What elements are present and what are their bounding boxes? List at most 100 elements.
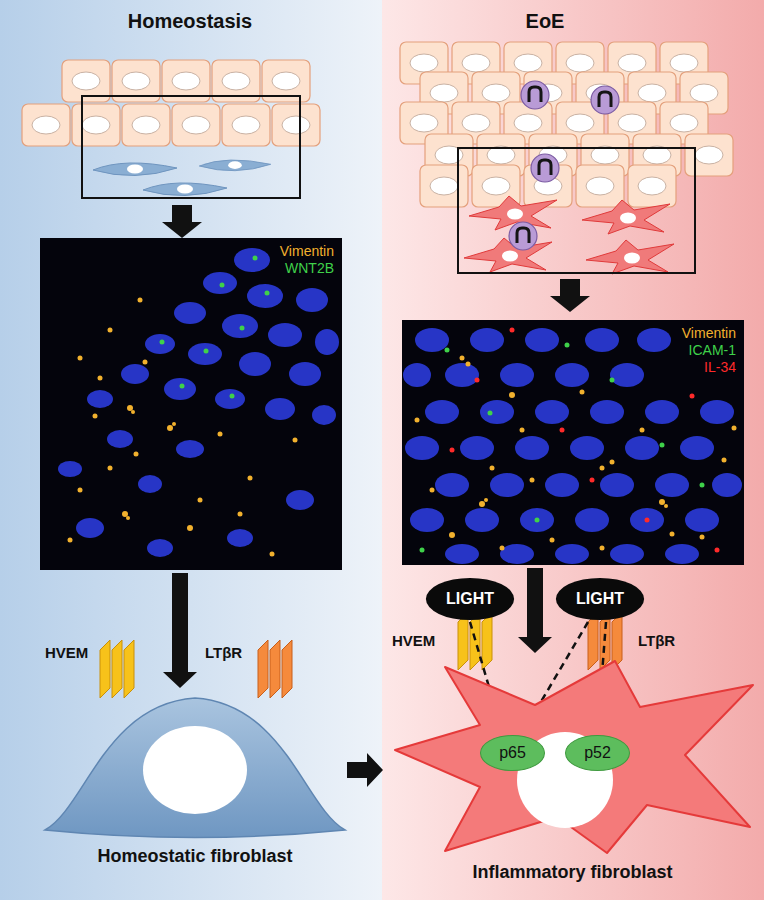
micrograph-eoe bbox=[525, 328, 559, 352]
eoe-epithelium bbox=[464, 238, 552, 272]
micrograph-homeostasis bbox=[127, 405, 133, 411]
micrograph-homeostasis bbox=[215, 389, 245, 409]
micrograph-homeostasis bbox=[238, 512, 243, 517]
micrograph-eoe bbox=[435, 473, 469, 497]
micrograph-homeostasis bbox=[198, 498, 203, 503]
micrograph-eoe bbox=[460, 356, 465, 361]
micrograph-homeostasis bbox=[98, 376, 103, 381]
receptor-icons bbox=[100, 640, 134, 698]
micrograph-eoe bbox=[680, 436, 714, 460]
micrograph-homeostasis bbox=[180, 384, 185, 389]
micrograph-homeostasis bbox=[188, 343, 222, 365]
marker-key: VimentinWNT2B bbox=[280, 243, 334, 277]
micrograph-homeostasis bbox=[138, 298, 143, 303]
block-arrow bbox=[550, 279, 590, 312]
micrograph-eoe bbox=[555, 544, 589, 564]
micrograph-homeostasis bbox=[147, 539, 173, 557]
micrograph-eoe bbox=[420, 548, 425, 553]
block-arrow bbox=[347, 753, 383, 787]
micrograph-eoe bbox=[585, 328, 619, 352]
micrograph-homeostasis bbox=[78, 356, 83, 361]
micrograph-homeostasis bbox=[87, 390, 113, 408]
cell-shape bbox=[45, 690, 345, 840]
micrograph-eoe bbox=[550, 538, 555, 543]
micrograph-eoe bbox=[520, 508, 554, 532]
micrograph-homeostasis bbox=[253, 256, 258, 261]
nfkb-subunit: p52 bbox=[565, 735, 630, 771]
stain-label: WNT2B bbox=[280, 260, 334, 277]
ligand-name: LIGHT bbox=[446, 590, 494, 608]
micrograph-eoe bbox=[520, 428, 525, 433]
micrograph-homeostasis bbox=[220, 283, 225, 288]
micrograph-eoe bbox=[640, 428, 645, 433]
eoe-ground bbox=[382, 0, 764, 900]
micrograph-homeostasis bbox=[167, 425, 173, 431]
ligand-ellipse: LIGHT bbox=[555, 577, 645, 621]
homeostasis-epithelium bbox=[72, 104, 120, 146]
receptor-label: LTβR bbox=[638, 632, 675, 649]
ligand-ellipse: LIGHT bbox=[425, 577, 515, 621]
receptor-label: HVEM bbox=[45, 644, 88, 661]
eoe-epithelium bbox=[628, 165, 676, 207]
micrograph-eoe bbox=[420, 343, 705, 553]
eoe-epithelium bbox=[469, 196, 557, 230]
micrograph-eoe bbox=[700, 483, 705, 488]
micrograph-homeostasis bbox=[293, 438, 298, 443]
ellipse-outline bbox=[556, 578, 644, 620]
micrograph-eoe bbox=[637, 328, 671, 352]
homeostasis-epithelium bbox=[82, 96, 300, 198]
micrograph-eoe bbox=[555, 363, 589, 387]
micrograph-eoe bbox=[722, 458, 727, 463]
eoe-epithelium bbox=[400, 42, 733, 274]
micrograph-homeostasis bbox=[134, 452, 139, 457]
micrograph-homeostasis bbox=[108, 466, 113, 471]
micrograph-eoe bbox=[590, 400, 624, 424]
micrograph-homeostasis bbox=[289, 362, 321, 386]
homeostasis-epithelium bbox=[122, 104, 170, 146]
micrograph-homeostasis bbox=[247, 284, 283, 308]
micrograph-homeostasis bbox=[239, 352, 271, 376]
micrograph-eoe bbox=[600, 473, 634, 497]
micrograph-homeostasis bbox=[174, 302, 206, 324]
micrograph-eoe bbox=[449, 532, 455, 538]
micrograph-eoe bbox=[500, 544, 534, 564]
eoe-epithelium bbox=[685, 134, 733, 176]
micrograph-homeostasis bbox=[40, 238, 342, 570]
micrograph-homeostasis bbox=[68, 538, 73, 543]
micrograph-eoe bbox=[500, 546, 505, 551]
micrograph-homeostasis bbox=[172, 422, 176, 426]
micrograph-eoe bbox=[685, 508, 719, 532]
micrograph-eoe bbox=[645, 400, 679, 424]
micrograph-eoe bbox=[600, 546, 605, 551]
homeostasis-epithelium bbox=[199, 160, 270, 171]
ellipse-outline bbox=[426, 578, 514, 620]
micrograph-eoe bbox=[610, 544, 644, 564]
micrograph-homeostasis bbox=[204, 349, 209, 354]
micrograph-eoe bbox=[670, 532, 675, 537]
micrograph-eoe bbox=[450, 328, 720, 553]
micrograph-homeostasis bbox=[296, 288, 328, 312]
micrograph-homeostasis bbox=[203, 272, 237, 294]
eoe-epithelium bbox=[582, 200, 670, 234]
homeostasis-ground bbox=[0, 0, 382, 900]
receptor-label: HVEM bbox=[392, 632, 435, 649]
micrograph-eoe bbox=[479, 501, 485, 507]
eoe-epithelium bbox=[521, 81, 549, 109]
eoe-epithelium bbox=[531, 154, 559, 182]
micrograph-eoe bbox=[430, 488, 435, 493]
micrograph-eoe bbox=[403, 328, 742, 564]
micrograph-homeostasis bbox=[143, 360, 148, 365]
micrograph-eoe bbox=[415, 328, 449, 352]
micrograph-eoe bbox=[580, 390, 585, 395]
micrograph-eoe bbox=[515, 436, 549, 460]
micrograph-eoe bbox=[490, 473, 524, 497]
cell-caption: Inflammatory fibroblast bbox=[385, 862, 760, 883]
micrograph-homeostasis bbox=[218, 432, 223, 437]
micrograph-homeostasis bbox=[268, 323, 302, 347]
eoe-epithelium bbox=[591, 86, 619, 114]
micrograph-eoe bbox=[403, 363, 431, 387]
stain-label: IL-34 bbox=[682, 359, 736, 376]
micrograph-homeostasis bbox=[164, 378, 196, 400]
micrograph-eoe bbox=[630, 508, 664, 532]
micrograph-homeostasis bbox=[138, 475, 162, 493]
